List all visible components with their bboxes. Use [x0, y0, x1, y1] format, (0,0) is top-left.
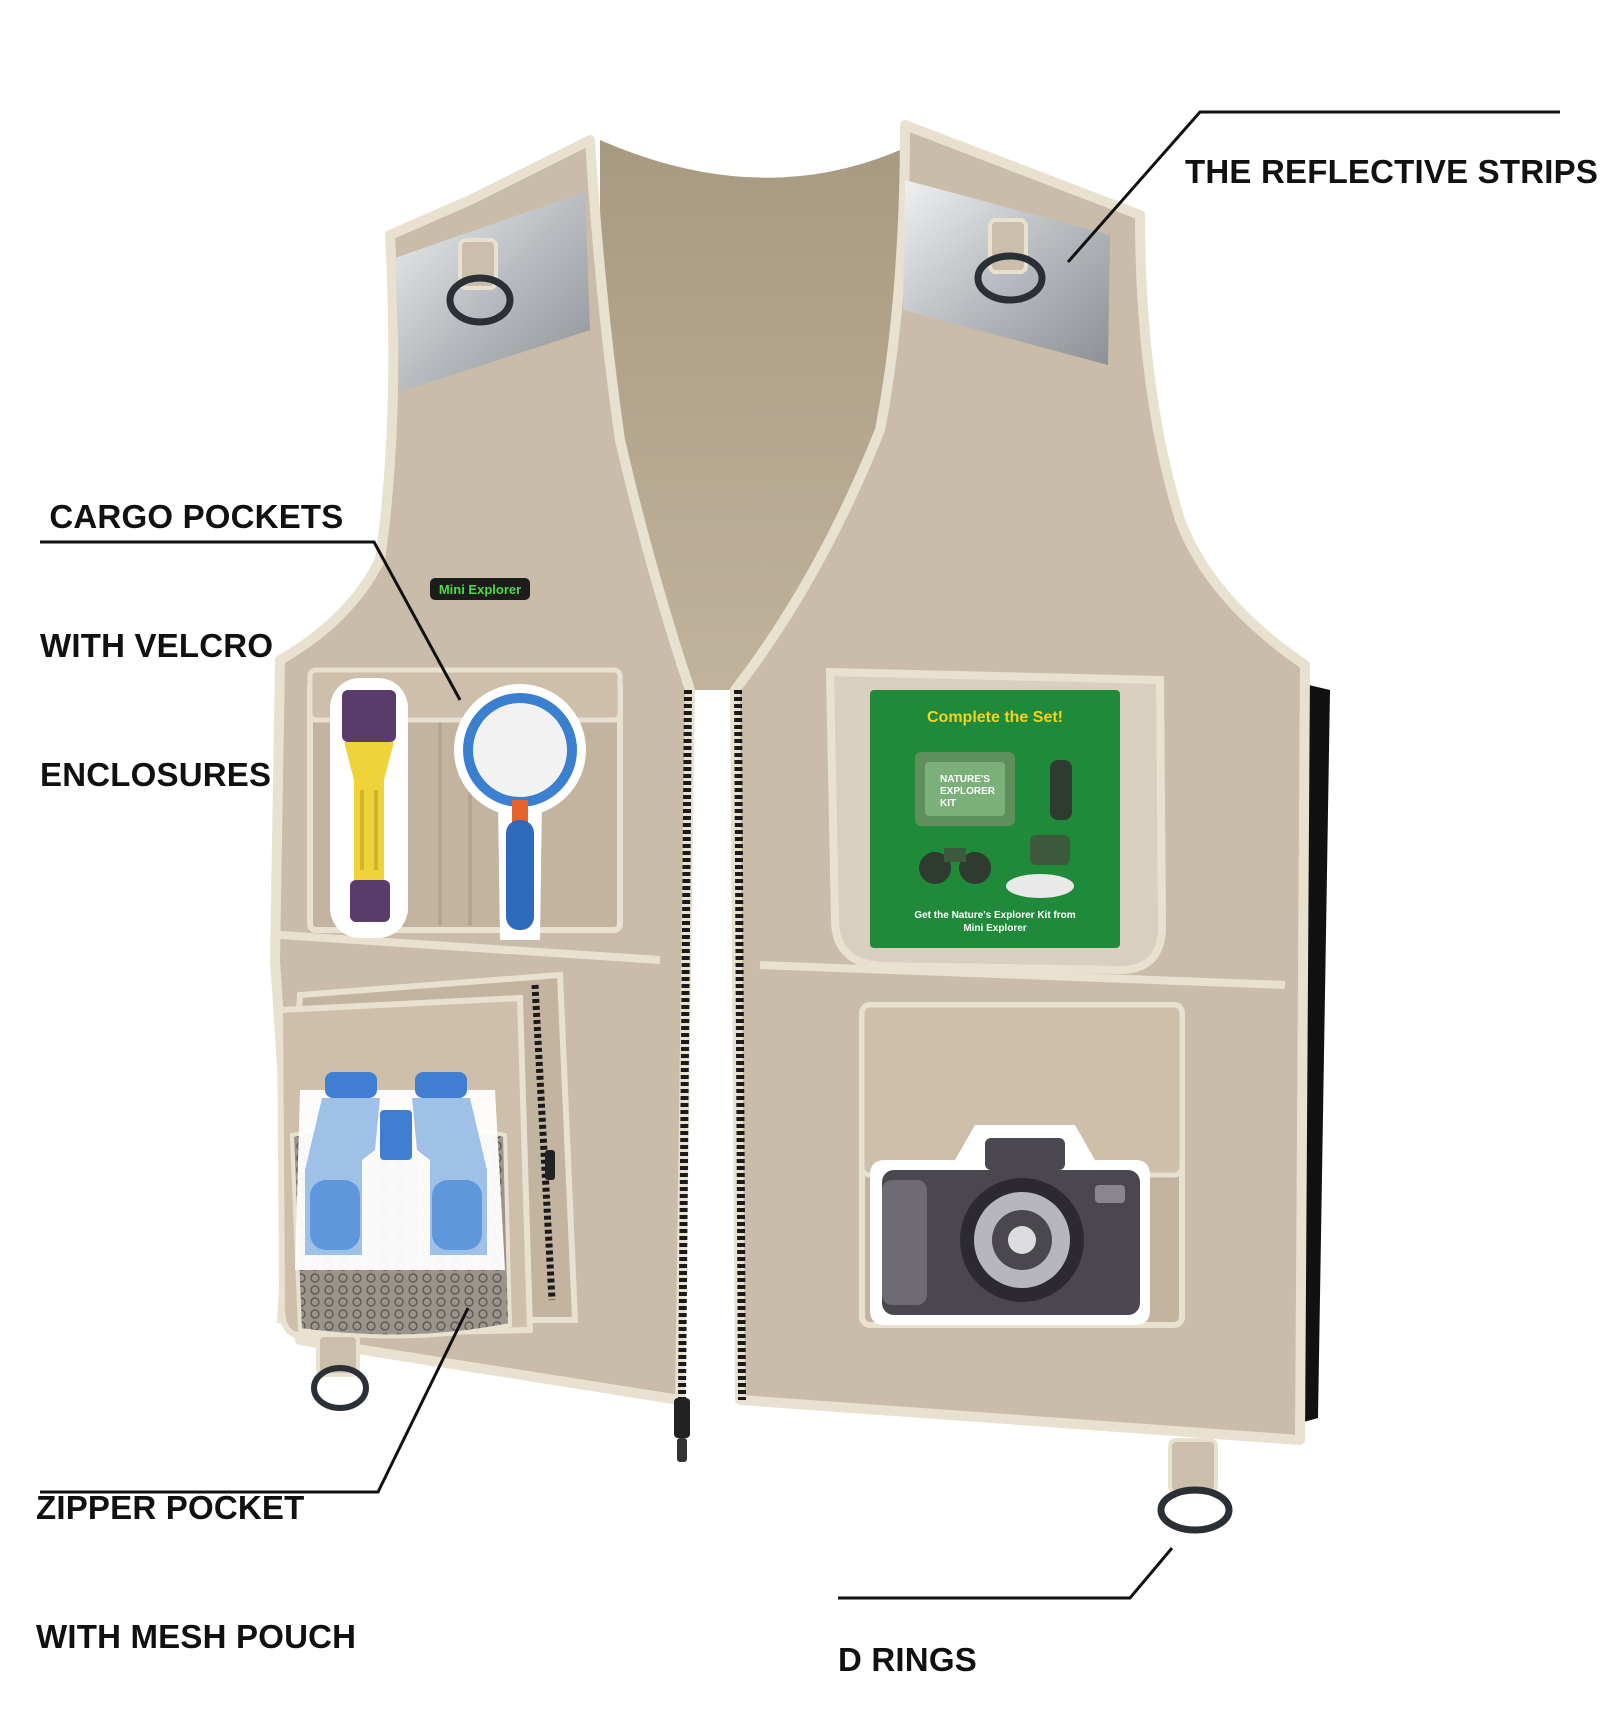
zipper-pull: [674, 1398, 690, 1462]
flashlight-icon: [330, 678, 408, 938]
brand-patch: Mini Explorer: [430, 578, 530, 600]
callout-cargo-line-1: CARGO POCKETS: [40, 498, 344, 535]
shoulder-d-ring-left: [446, 238, 514, 326]
callout-d-rings: D RINGS: [838, 1552, 977, 1724]
binoculars-icon: [295, 1072, 505, 1270]
vest-product-image: Mini Explorer Complete the Set!: [40, 110, 1560, 1600]
brand-patch-text: Mini Explorer: [439, 582, 521, 597]
promo-card-footer-2: Mini Explorer: [963, 923, 1026, 934]
zipper-left: [678, 689, 692, 1401]
callout-drings-line-1: D RINGS: [838, 1641, 977, 1678]
bottom-d-ring-right: [1157, 1438, 1233, 1534]
promo-card-footer-1: Get the Nature's Explorer Kit from: [914, 910, 1075, 921]
leader-line-zipper: [40, 1307, 470, 1494]
kit-box-label-2: EXPLORER: [940, 786, 996, 797]
seam-right: [759, 961, 1286, 989]
camera-icon: [870, 1125, 1150, 1325]
callout-zipper-line-2: WITH MESH POUCH: [36, 1618, 357, 1655]
zipper-right: [734, 689, 746, 1401]
reflective-strip-left: [395, 192, 590, 392]
leader-line-drings: [838, 1547, 1174, 1600]
kit-tools-image: [1006, 760, 1074, 898]
magnifying-glass-icon: [454, 684, 586, 940]
callout-cargo-line-3: ENCLOSURES: [40, 756, 272, 793]
promo-card-title: Complete the Set!: [927, 709, 1063, 726]
callout-reflective-line-1: THE REFLECTIVE STRIPS: [1185, 153, 1599, 190]
vest-inner-back: [600, 140, 920, 690]
kit-box-label-1: NATURE'S: [940, 774, 990, 785]
callout-cargo-line-2: WITH VELCRO: [40, 627, 274, 664]
shoulder-d-ring-right: [974, 218, 1046, 304]
promo-card: Complete the Set! NATURE'S EXPLORER KIT …: [870, 690, 1120, 948]
kit-binoculars-image: [919, 848, 991, 884]
callout-zipper-pocket: ZIPPER POCKET WITH MESH POUCH: [36, 1400, 356, 1701]
bottom-d-ring-left: [311, 1333, 369, 1411]
callout-cargo-pockets: CARGO POCKETS WITH VELCRO ENCLOSURES: [40, 409, 344, 839]
leader-line-reflective: [1066, 110, 1560, 263]
kit-box-image: NATURE'S EXPLORER KIT: [915, 752, 1015, 826]
callout-reflective-strips: THE REFLECTIVE STRIPS: [1185, 64, 1598, 236]
kit-box-label-3: KIT: [940, 798, 956, 809]
callout-zipper-line-1: ZIPPER POCKET: [36, 1489, 305, 1526]
seam-left: [279, 931, 661, 964]
leader-line-cargo: [40, 540, 462, 701]
